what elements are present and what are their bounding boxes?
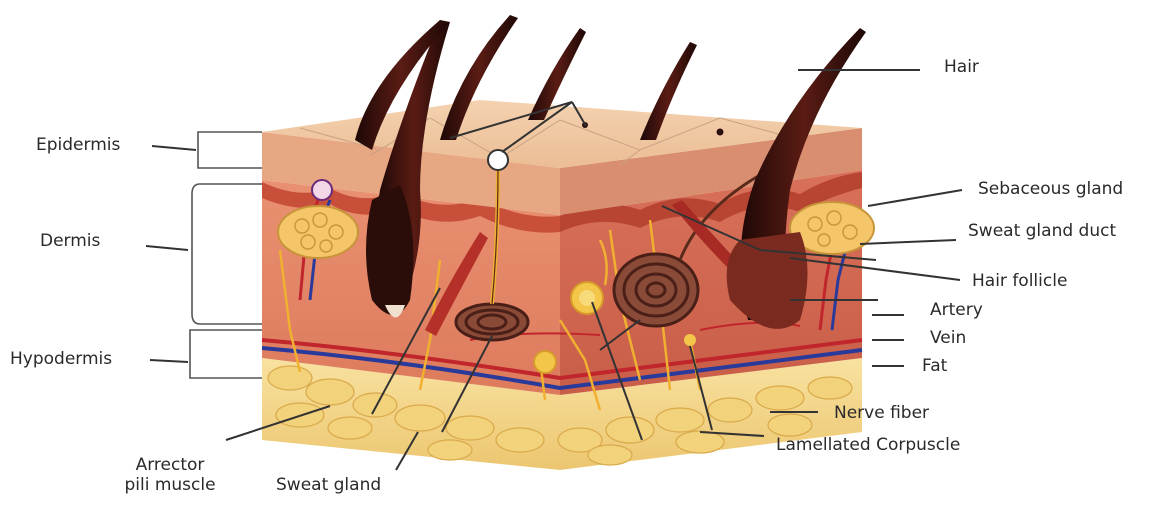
label-fat: Fat: [922, 357, 947, 377]
label-vein: Vein: [930, 329, 966, 349]
label-dermis: Dermis: [40, 232, 100, 252]
layer-brackets: [190, 132, 262, 378]
label-arrector-line1: Arrector: [110, 456, 230, 476]
label-hair: Hair: [944, 58, 979, 78]
label-hypodermis: Hypodermis: [10, 350, 112, 370]
label-arrector-pili-muscle: Arrector pili muscle: [110, 456, 230, 495]
label-sweat-gland: Sweat gland: [276, 476, 381, 496]
label-nerve-fiber: Nerve fiber: [834, 404, 929, 424]
label-sebaceous-gland: Sebaceous gland: [978, 180, 1123, 200]
label-epidermis: Epidermis: [36, 136, 120, 156]
label-sweat-gland-duct: Sweat gland duct: [968, 222, 1116, 242]
label-lamellated-corpuscle: Lamellated Corpuscle: [776, 436, 960, 456]
label-artery: Artery: [930, 301, 983, 321]
label-arrector-line2: pili muscle: [110, 476, 230, 496]
label-hair-follicle: Hair follicle: [972, 272, 1067, 292]
